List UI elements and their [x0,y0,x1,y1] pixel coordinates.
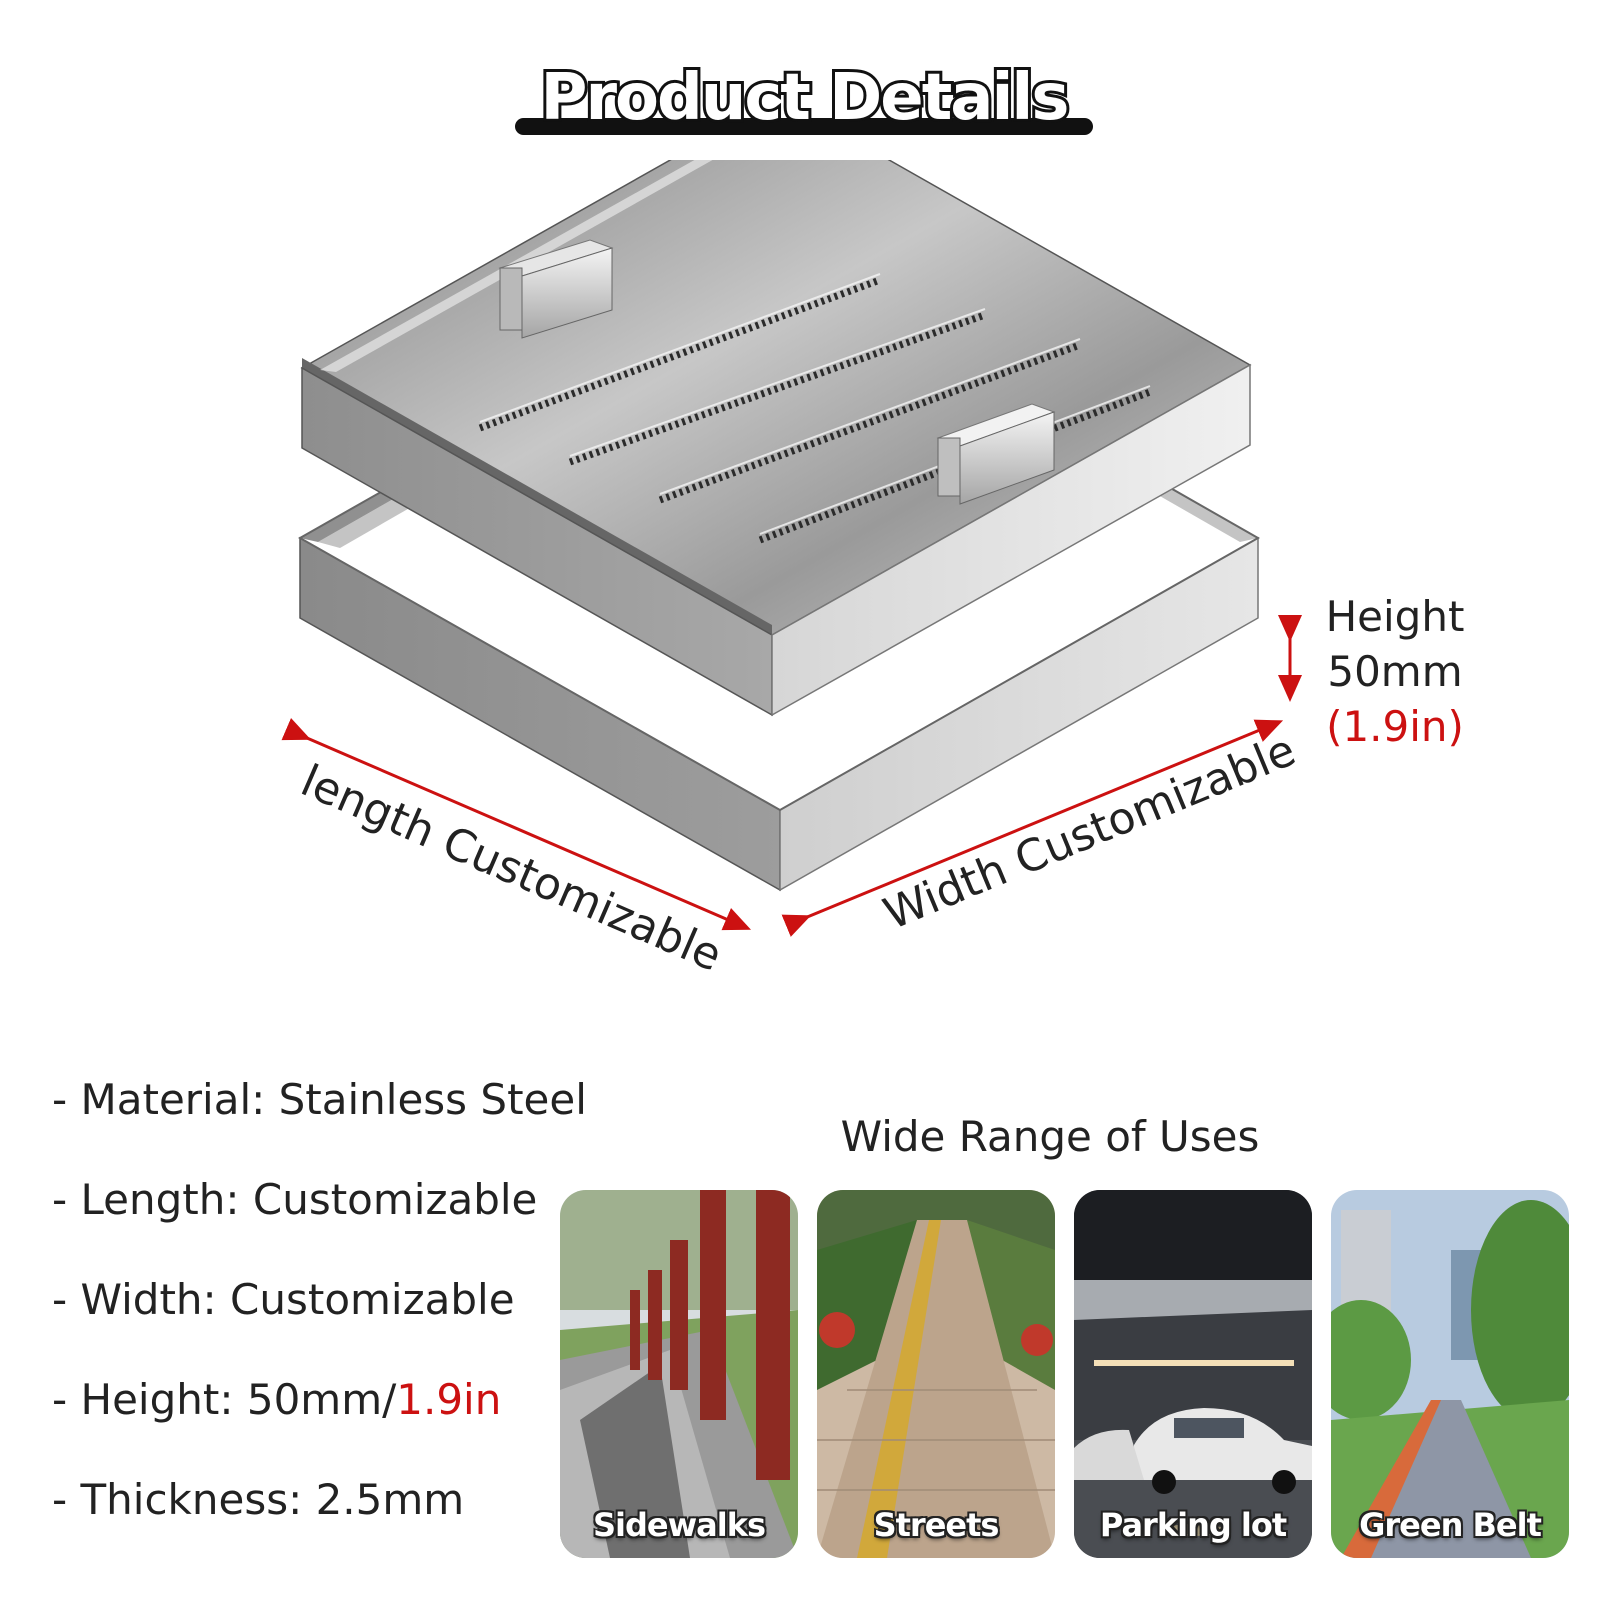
height-label: Height [1325,592,1465,641]
spec-width: - Width: Customizable [52,1275,515,1324]
length-dimension-arrow [281,718,752,931]
height-mm-value: 50mm [1327,647,1463,696]
use-label-parking-lot: Parking lot [1099,1506,1287,1544]
spec-height-text: - Height: 50mm/ [52,1375,397,1424]
page-title-outline: Product Details [538,58,1073,138]
use-card-streets: Streets [817,1190,1055,1558]
spec-height-inches: 1.9in [396,1375,502,1424]
use-label-streets: Streets [873,1506,1000,1544]
parking-lot-photo [1074,1190,1312,1558]
page-title-banner: Product Details Product Details [515,58,1093,138]
spec-length: - Length: Customizable [52,1175,538,1224]
green-belt-photo [1331,1190,1569,1558]
use-card-green-belt: Green Belt [1331,1190,1569,1558]
lift-handle-right [936,403,1056,505]
car [1134,1408,1312,1494]
spec-height: - Height: 50mm/1.9in [52,1375,501,1424]
use-label-green-belt: Green Belt [1359,1506,1542,1544]
spec-material: - Material: Stainless Steel [52,1075,587,1124]
use-card-sidewalks: Sidewalks [560,1190,798,1558]
grate-cover-tray [300,160,1252,717]
product-illustration: length Customizable Width Customizable [281,160,1303,980]
height-in-value: (1.9in) [1326,702,1464,751]
use-card-parking-lot: Parking lot [1074,1190,1312,1558]
width-dimension-arrow [781,719,1284,937]
lift-handle-left [498,239,614,339]
page-title: Product Details [540,61,1070,135]
sidewalk-photo [560,1190,798,1558]
title-underline-bar [515,118,1093,135]
uses-title: Wide Range of Uses [840,1112,1260,1161]
spec-thickness: - Thickness: 2.5mm [52,1475,465,1524]
use-label-sidewalks: Sidewalks [592,1506,766,1544]
street-photo [817,1190,1055,1558]
drain-slots [478,276,1152,544]
